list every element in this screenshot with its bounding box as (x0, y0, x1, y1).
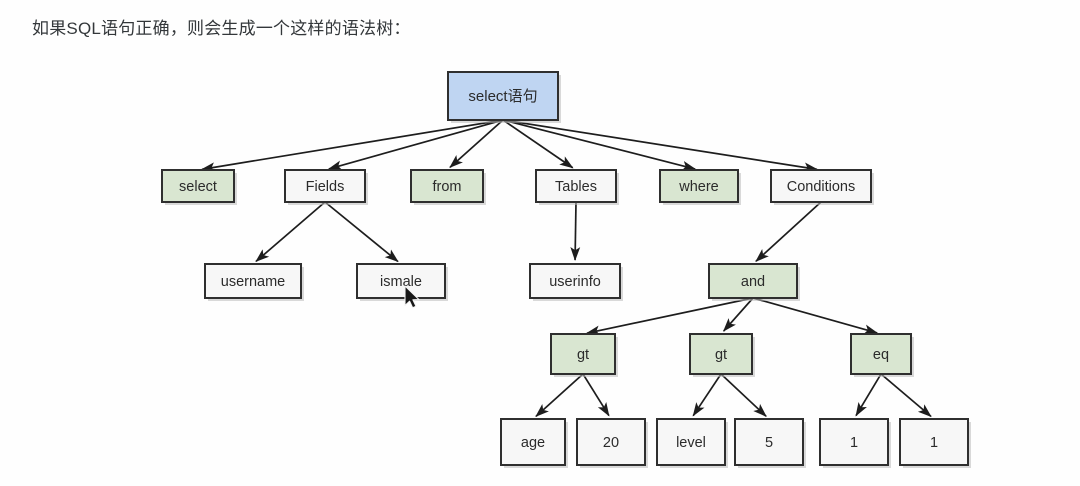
tree-edge-root-to-where (502, 119, 697, 171)
node-label: 20 (603, 435, 619, 451)
node-face (529, 263, 621, 299)
tree-node-twenty[interactable]: 20 (576, 418, 648, 468)
tree-edge-root-to-tables (502, 119, 574, 169)
tree-node-one_a[interactable]: 1 (819, 418, 891, 468)
tree-edge-conditions-to-and (755, 201, 822, 262)
tree-edge-gt1-to-age (535, 373, 584, 418)
node-label: and (741, 274, 765, 290)
tree-node-age[interactable]: age (500, 418, 568, 468)
node-label: 1 (850, 435, 858, 451)
node-face (535, 169, 617, 203)
tree-node-gt2[interactable]: gt (689, 333, 755, 377)
node-label: ismale (380, 274, 422, 290)
node-face (447, 71, 559, 121)
node-label: where (678, 179, 719, 195)
tree-node-select[interactable]: select (161, 169, 237, 205)
tree-node-conditions[interactable]: Conditions (770, 169, 874, 205)
node-label: Fields (306, 179, 345, 195)
node-face (850, 333, 912, 375)
tree-node-tables[interactable]: Tables (535, 169, 619, 205)
node-face (410, 169, 484, 203)
tree-node-eq[interactable]: eq (850, 333, 914, 377)
node-label: username (221, 274, 285, 290)
tree-edge-root-to-fields (327, 119, 504, 171)
tree-node-ismale[interactable]: ismale (356, 263, 448, 301)
node-face (356, 263, 446, 299)
node-label: eq (873, 347, 889, 363)
node-face (659, 169, 739, 203)
tree-edge-gt2-to-level (692, 373, 722, 417)
tree-edge-eq-to-one_b (880, 373, 932, 418)
node-label: level (676, 435, 706, 451)
page-caption: 如果SQL语句正确，则会生成一个这样的语法树： (32, 19, 411, 38)
node-face (284, 169, 366, 203)
tree-edge-and-to-gt2 (722, 297, 754, 332)
tree-node-fields[interactable]: Fields (284, 169, 368, 205)
node-label: gt (577, 347, 589, 363)
tree-node-where[interactable]: where (659, 169, 741, 205)
tree-node-userinfo[interactable]: userinfo (529, 263, 623, 301)
tree-edge-fields-to-ismale (324, 201, 399, 263)
tree-edge-fields-to-username (255, 201, 326, 263)
tree-edge-and-to-eq (752, 297, 879, 335)
node-face (708, 263, 798, 299)
node-label: Conditions (787, 179, 856, 195)
node-face (770, 169, 872, 203)
tree-edge-gt2-to-five (720, 373, 767, 417)
node-face (899, 418, 969, 466)
tree-node-layer: select语句 select Fields from Tables where Condi… (161, 71, 971, 468)
node-face (689, 333, 753, 375)
node-label: 1 (930, 435, 938, 451)
tree-edge-root-to-select (200, 119, 504, 173)
node-face (656, 418, 726, 466)
node-face (734, 418, 804, 466)
node-label: userinfo (549, 274, 601, 290)
node-face (204, 263, 302, 299)
tree-node-level[interactable]: level (656, 418, 728, 468)
node-label: from (433, 179, 462, 195)
tree-node-five[interactable]: 5 (734, 418, 806, 468)
node-face (161, 169, 235, 203)
tree-node-from[interactable]: from (410, 169, 486, 205)
tree-edge-gt1-to-twenty (582, 373, 610, 417)
node-face (576, 418, 646, 466)
tree-node-and[interactable]: and (708, 263, 800, 301)
node-label: Tables (555, 179, 597, 195)
tree-edge-tables-to-userinfo (570, 201, 581, 262)
tree-edge-layer (200, 119, 932, 418)
node-label: select (179, 179, 217, 195)
node-label: gt (715, 347, 727, 363)
tree-edge-eq-to-one_a (855, 373, 882, 417)
node-label: 5 (765, 435, 773, 451)
tree-edge-root-to-from (449, 119, 504, 169)
tree-edge-root-to-conditions (502, 119, 819, 173)
node-face (819, 418, 889, 466)
tree-node-username[interactable]: username (204, 263, 304, 301)
tree-node-one_b[interactable]: 1 (899, 418, 971, 468)
tree-edge-and-to-gt1 (585, 297, 754, 336)
node-face (550, 333, 616, 375)
tree-node-root[interactable]: select语句 (447, 71, 561, 123)
tree-node-gt1[interactable]: gt (550, 333, 618, 377)
node-label: select语句 (468, 88, 537, 105)
node-face (500, 418, 566, 466)
node-label: age (521, 435, 545, 451)
